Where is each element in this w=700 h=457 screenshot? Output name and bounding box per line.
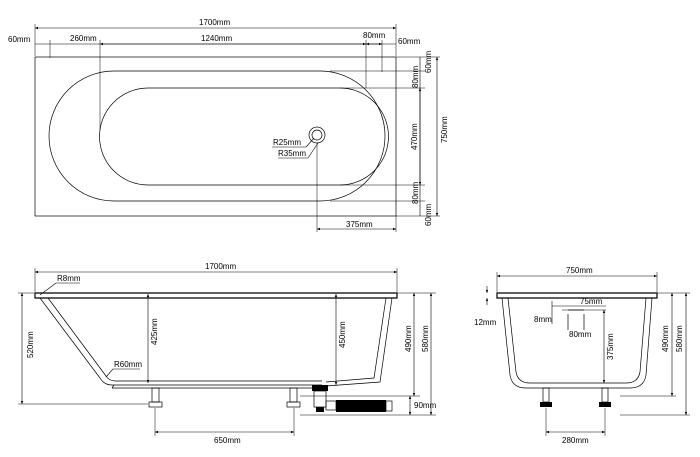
dim-end-height-490: 490mm <box>661 325 670 352</box>
end-rim <box>496 292 658 299</box>
dim-end-leg-spacing: 280mm <box>562 436 589 445</box>
side-inner-shell <box>47 297 322 382</box>
dim-top-offset: 80mm <box>411 65 420 88</box>
dim-height-left: 520mm <box>26 331 35 358</box>
drain-inner-circle <box>311 129 323 141</box>
dim-end-height-580: 580mm <box>675 325 684 352</box>
dim-drain-r35: R35mm <box>278 149 306 158</box>
dim-depth-425: 425mm <box>150 318 159 345</box>
dim-right-offset: 80mm <box>363 31 386 40</box>
dim-end-width: 750mm <box>566 266 593 275</box>
dim-foot-height: 90mm <box>414 401 437 410</box>
dim-slot-width: 75mm <box>580 297 603 306</box>
dim-slot-depth: 80mm <box>569 330 592 339</box>
end-outer-shell <box>501 297 653 389</box>
top-outer-rim <box>34 56 397 217</box>
side-outer-shell <box>39 297 322 386</box>
dim-drain-offset: 375mm <box>346 220 373 229</box>
dim-bottom-rim: 60mm <box>424 203 433 226</box>
dim-leg-spacing: 650mm <box>214 436 241 445</box>
side-right-wall-inner <box>325 297 387 383</box>
side-leg-left <box>148 387 163 408</box>
side-view: 1700mm R8mm R60mm 520mm 425mm 450mm 490m… <box>18 262 437 445</box>
dim-inner-depth: 375mm <box>606 333 615 360</box>
dim-rim-radius: R8mm <box>57 274 81 283</box>
end-leg-left <box>540 387 552 407</box>
dim-top-rim: 60mm <box>424 50 433 73</box>
dim-bottom-offset: 80mm <box>411 181 420 204</box>
dim-inner-radius: R60mm <box>114 360 142 369</box>
dim-overall-width: 750mm <box>440 116 449 143</box>
dim-depth-450: 450mm <box>338 321 347 348</box>
dim-right-margin: 60mm <box>398 37 421 46</box>
dim-overall-length: 1700mm <box>199 18 230 27</box>
end-view: 750mm 12mm 75mm 8mm 80mm 375mm 490mm 580… <box>474 266 690 445</box>
end-slot-bracket <box>567 309 585 330</box>
end-leg-right <box>599 387 611 407</box>
side-right-wall-outer <box>325 297 393 387</box>
dim-left-margin: 60mm <box>8 35 31 44</box>
top-outer-basin <box>48 70 386 202</box>
side-drain-trap <box>312 385 393 412</box>
dim-inner-width: 470mm <box>410 123 419 150</box>
side-rim <box>34 292 398 299</box>
side-leg-right <box>286 387 301 408</box>
dim-drain-r25: R25mm <box>273 138 301 147</box>
dim-left-radius-offset: 260mm <box>70 34 97 43</box>
end-inner-shell <box>507 297 647 384</box>
dim-rim-thickness: 12mm <box>474 318 497 327</box>
dim-inner-length: 1240mm <box>201 34 232 43</box>
dim-height-490: 490mm <box>404 325 413 352</box>
top-view: 1700mm 60mm 260mm 1240mm 80mm 60mm 60mm … <box>8 18 449 232</box>
dim-slot-height: 8mm <box>534 315 552 324</box>
dim-side-length: 1700mm <box>205 262 236 271</box>
top-inner-basin <box>99 87 389 186</box>
dim-height-580: 580mm <box>421 325 430 352</box>
